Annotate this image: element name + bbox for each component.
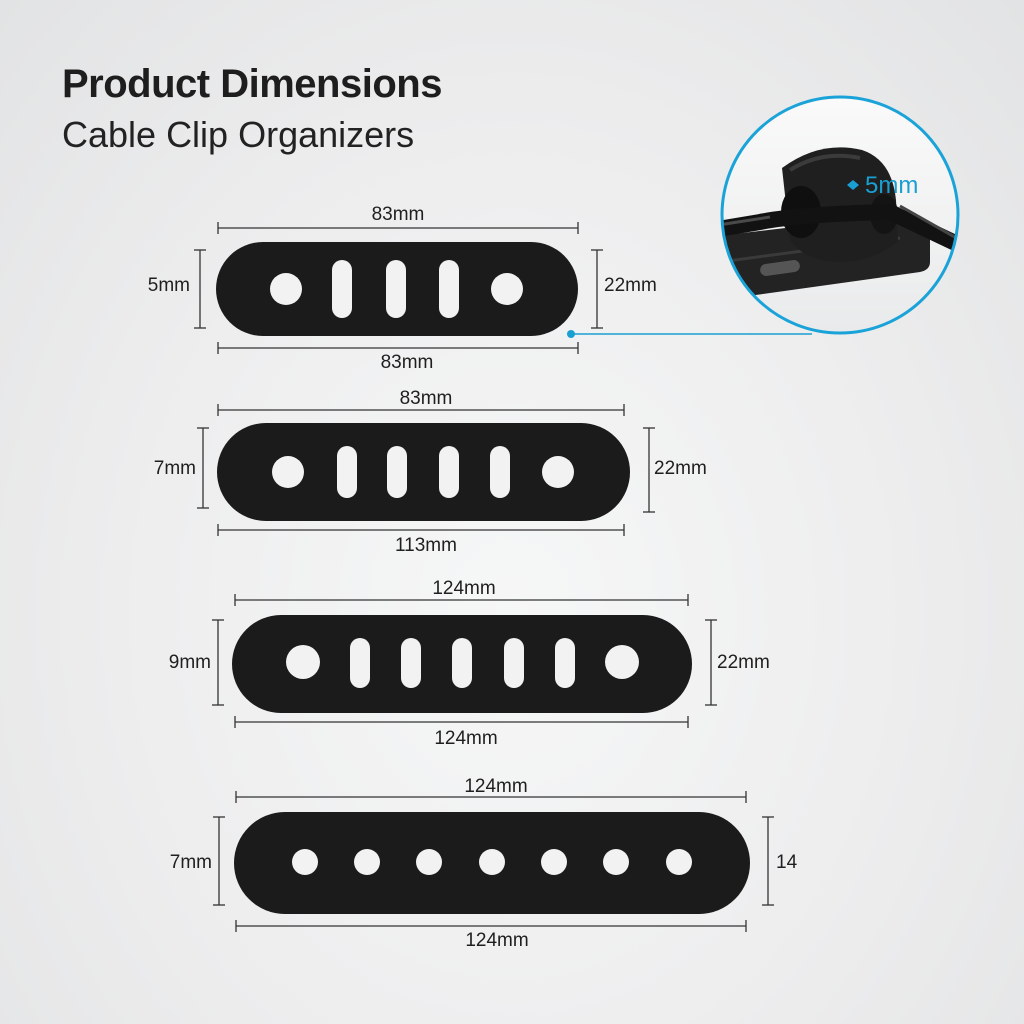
clip-slot xyxy=(350,638,370,688)
clip-slot xyxy=(387,446,407,498)
clip-bottom-dimension: 124mm xyxy=(465,930,528,951)
callout-marker-icon xyxy=(847,180,859,190)
clip-left-dimension: 9mm xyxy=(169,652,211,673)
clip-top-dimension: 83mm xyxy=(372,204,425,225)
clip-bottom-dimension: 124mm xyxy=(434,728,497,749)
clip-top-dimension: 124mm xyxy=(432,578,495,599)
clip-right-dimension: 22mm xyxy=(604,275,657,296)
clip-body xyxy=(217,423,630,521)
page-title: Product Dimensions xyxy=(62,62,442,106)
clip-hole xyxy=(292,849,318,875)
clip-left-dimension: 5mm xyxy=(148,275,190,296)
clip-top-dimension: 83mm xyxy=(400,388,453,409)
clip-slot xyxy=(401,638,421,688)
clip-left-dimension: 7mm xyxy=(170,852,212,873)
clip-slot xyxy=(439,260,459,318)
clip-bottom-dimension: 113mm xyxy=(395,535,457,556)
clip-hole xyxy=(354,849,380,875)
clip-hole xyxy=(272,456,304,488)
clip-slot xyxy=(452,638,472,688)
clip-slot xyxy=(439,446,459,498)
clip-slot xyxy=(490,446,510,498)
clip-bottom-dimension: 83mm xyxy=(381,352,434,373)
clip-hole xyxy=(666,849,692,875)
clip-hole xyxy=(416,849,442,875)
clip-hole xyxy=(491,273,523,305)
clip-slot xyxy=(332,260,352,318)
zoom-detail-image xyxy=(722,147,958,300)
zoom-callout: 5mm xyxy=(567,95,960,338)
clip-hole xyxy=(286,645,320,679)
clip-hole xyxy=(542,456,574,488)
clip-right-dimension: 22mm xyxy=(654,458,707,479)
clip-hole xyxy=(541,849,567,875)
clip-slot xyxy=(555,638,575,688)
clip-hole xyxy=(479,849,505,875)
clip-medium-4-slot: 83mm 113mm 7mm 22mm xyxy=(154,388,707,556)
clip-slot xyxy=(337,446,357,498)
clip-right-dimension: 22mm xyxy=(717,652,770,673)
clip-hole xyxy=(603,849,629,875)
zoom-frame xyxy=(720,95,960,335)
page-subtitle: Cable Clip Organizers xyxy=(62,114,415,155)
clip-large-5-slot: 124mm 124mm 9mm 22mm xyxy=(169,578,770,749)
clip-small-3-slot: 83mm 83mm 5mm 22mm xyxy=(148,204,657,373)
clip-slot xyxy=(504,638,524,688)
clip-left-dimension: 7mm xyxy=(154,458,196,479)
clip-top-dimension: 124mm xyxy=(464,776,527,797)
clip-large-7-hole: 124mm 124mm 7mm 14 xyxy=(170,776,798,951)
callout-dimension-label: 5mm xyxy=(865,172,918,199)
callout-anchor-dot xyxy=(567,330,575,338)
clip-hole xyxy=(270,273,302,305)
clip-right-dimension: 14 xyxy=(776,852,798,873)
clip-slot xyxy=(386,260,406,318)
clip-hole xyxy=(605,645,639,679)
